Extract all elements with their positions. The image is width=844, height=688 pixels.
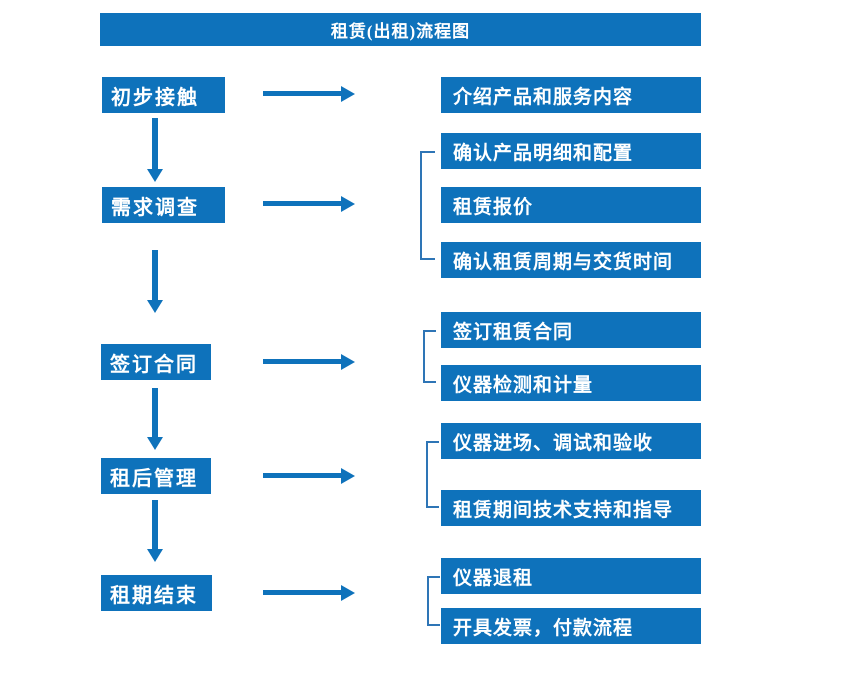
arrow-down-3 (147, 388, 163, 450)
arrow-down-4 (147, 500, 163, 562)
arrow-right-5 (263, 584, 355, 601)
arrow-right-2 (263, 195, 355, 212)
bracket-group-rental-end (427, 576, 440, 626)
bracket-group-sign-contract (423, 330, 436, 383)
detail-box-invoice-payment: 开具发票，付款流程 (441, 608, 701, 644)
detail-box-introduce-products: 介绍产品和服务内容 (441, 77, 701, 113)
step-box-sign-contract: 签订合同 (101, 344, 211, 380)
arrow-right-1 (263, 85, 355, 102)
arrow-down-2 (147, 250, 163, 313)
step-box-rental-end: 租期结束 (101, 575, 212, 611)
detail-box-sign-rental-contract: 签订租赁合同 (441, 312, 701, 348)
step-box-demand-survey: 需求调查 (102, 187, 225, 223)
arrow-down-1 (147, 118, 163, 182)
step-box-initial-contact: 初步接触 (102, 77, 225, 113)
detail-box-confirm-period: 确认租赁周期与交货时间 (441, 242, 701, 278)
arrow-right-3 (263, 353, 355, 370)
step-box-post-rental-management: 租后管理 (101, 458, 211, 494)
flowchart-title-text: 租赁(出租)流程图 (330, 22, 471, 41)
detail-box-instrument-return: 仪器退租 (441, 558, 701, 594)
detail-box-instrument-arrival: 仪器进场、调试和验收 (441, 423, 701, 459)
detail-box-instrument-testing: 仪器检测和计量 (441, 365, 701, 401)
detail-box-rental-quote: 租赁报价 (441, 187, 701, 223)
arrow-right-4 (263, 467, 355, 484)
detail-box-confirm-product-spec: 确认产品明细和配置 (441, 133, 701, 169)
flowchart-title: 租赁(出租)流程图 (100, 13, 701, 46)
bracket-group-demand-survey (420, 151, 435, 260)
bracket-group-post-rental (426, 441, 439, 508)
detail-box-tech-support: 租赁期间技术支持和指导 (441, 490, 701, 526)
